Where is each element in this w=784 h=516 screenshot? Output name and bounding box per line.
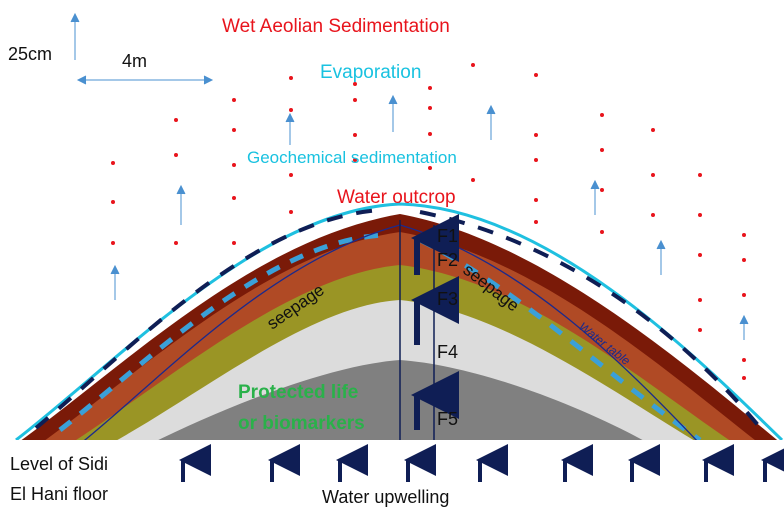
facies-f1: F1 [437, 226, 458, 246]
surface-line [15, 202, 784, 442]
evaporation-label: Evaporation [320, 62, 421, 83]
evaporation-arrows [70, 12, 749, 340]
ground-base [12, 440, 784, 446]
floor-label-line1: Level of Sidi [10, 454, 108, 474]
upwelling-label: Water upwelling [322, 487, 449, 507]
scale-arrow-horizontal [76, 75, 214, 85]
outcrop-label: Water outcrop [337, 187, 456, 208]
central-conduit [399, 214, 459, 444]
facies-f4: F4 [437, 342, 458, 362]
seepage-arrows-dashed [58, 232, 702, 443]
facies-f5: F5 [437, 409, 458, 429]
runoff-arrows-dashed [34, 208, 764, 432]
scale-vertical-label: 25cm [8, 44, 52, 64]
facies-f3: F3 [437, 289, 458, 309]
facies-f2: F2 [437, 250, 458, 270]
geochemical-label: Geochemical sedimentation [247, 148, 457, 167]
upwelling-arrows [179, 444, 784, 482]
sediment-dots [111, 63, 746, 380]
scale-horizontal-label: 4m [122, 51, 147, 71]
biomarkers-label-line1: Protected life [238, 382, 358, 403]
floor-label-line2: El Hani floor [10, 484, 108, 504]
biomarkers-label-line2: or biomarkers [238, 413, 365, 434]
diagram-title: Wet Aeolian Sedimentation [222, 16, 450, 37]
